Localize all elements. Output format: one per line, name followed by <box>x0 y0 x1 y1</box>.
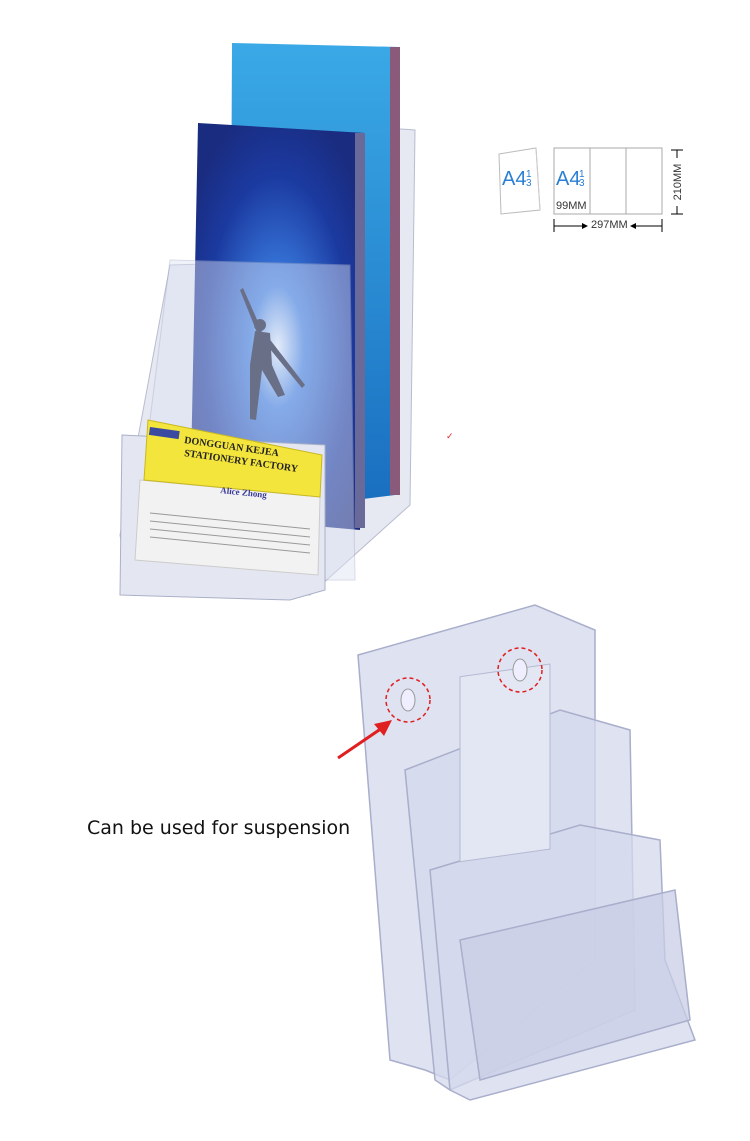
panel-a4-label: A4 <box>556 168 581 190</box>
mounting-hole-marker-left <box>385 677 431 723</box>
suspension-caption: Can be used for suspension <box>87 817 351 839</box>
diagram-lines <box>498 147 683 232</box>
red-arrow-icon <box>337 720 392 760</box>
empty-acrylic-holder-image <box>337 604 696 1101</box>
folded-a4-label: A4 <box>502 168 527 190</box>
folded-fraction-numerator: 1 <box>526 169 532 180</box>
size-diagram: A4 1 3 A4 1 3 99MM 297MM 210MM <box>496 140 696 240</box>
brochure-holder-with-brochures-image: DONGGUAN KEJEA STATIONERY FACTORY Alice … <box>119 43 416 601</box>
dancer-figure <box>240 288 305 420</box>
total-width-label: 297MM <box>591 219 628 231</box>
panel-fraction-denominator: 3 <box>579 178 585 189</box>
mounting-hole-marker-right <box>497 647 543 693</box>
business-card: DONGGUAN KEJEA STATIONERY FACTORY Alice … <box>134 419 323 576</box>
card-name: Alice Zhong <box>220 485 268 500</box>
front-brochure <box>190 123 365 530</box>
height-label: 210MM <box>672 163 684 201</box>
panel-width-label: 99MM <box>556 200 587 212</box>
small-mark: ✓ <box>446 432 454 442</box>
folded-fraction-denominator: 3 <box>526 178 532 189</box>
panel-fraction-numerator: 1 <box>579 169 585 180</box>
